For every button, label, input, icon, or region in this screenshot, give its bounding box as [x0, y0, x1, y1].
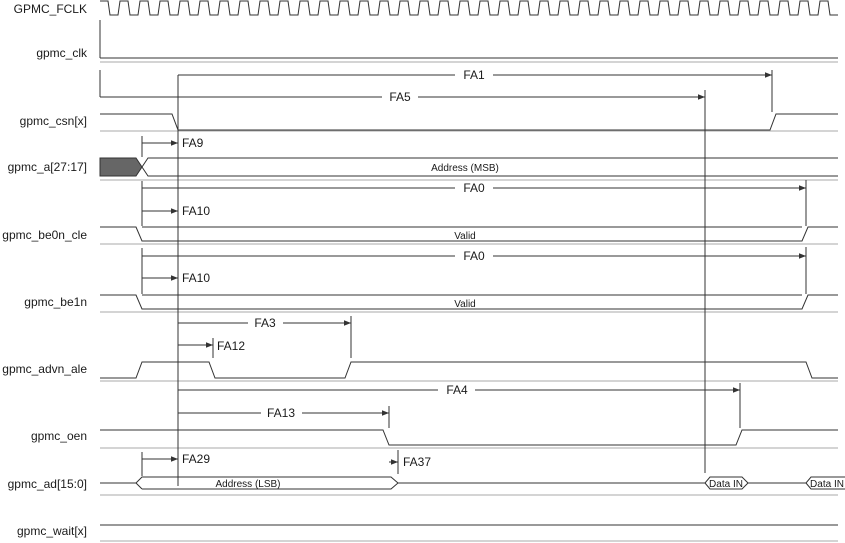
bus-label-data-in-2: Data IN	[810, 479, 844, 490]
bus-label-address-lsb: Address (LSB)	[215, 479, 280, 490]
signal-label-wait: gpmc_wait[x]	[17, 524, 87, 538]
waveform-advn	[100, 361, 838, 379]
timing-label-fa3: FA3	[254, 316, 276, 330]
waveform-csn	[100, 113, 838, 131]
signal-label-ad: gpmc_ad[15:0]	[8, 477, 87, 491]
signal-label-advn: gpmc_advn_ale	[2, 362, 87, 376]
bus-label-valid-be0: Valid	[454, 231, 476, 242]
signal-label-csn: gpmc_csn[x]	[20, 114, 87, 128]
timing-label-fa10-be0: FA10	[182, 204, 210, 218]
bus-be1n	[100, 294, 838, 310]
timing-label-fa13: FA13	[267, 406, 295, 420]
bus-label-data-in-1: Data IN	[709, 479, 743, 490]
signal-label-be0n: gpmc_be0n_cle	[2, 228, 87, 242]
timing-label-fa12: FA12	[217, 339, 245, 353]
waveform-fclk	[100, 0, 838, 16]
timing-label-fa5: FA5	[389, 90, 411, 104]
unknown-region-a	[99, 157, 143, 177]
bus-ad	[100, 476, 845, 490]
signal-label-a: gpmc_a[27:17]	[8, 160, 87, 174]
timing-label-fa4: FA4	[446, 383, 468, 397]
waveform-oen	[100, 429, 838, 446]
timing-label-fa0-be1: FA0	[463, 249, 485, 263]
timing-label-fa1: FA1	[463, 68, 485, 82]
bus-label-valid-be1: Valid	[454, 299, 476, 310]
signal-label-clk: gpmc_clk	[36, 46, 88, 60]
timing-label-fa37: FA37	[403, 455, 431, 469]
timing-label-fa10-be1: FA10	[182, 271, 210, 285]
bus-a	[141, 157, 838, 177]
bus-be0n	[100, 226, 838, 242]
bus-label-address-msb: Address (MSB)	[431, 163, 499, 174]
timing-label-fa0-be0: FA0	[463, 181, 485, 195]
timing-label-fa29: FA29	[182, 452, 210, 466]
signal-label-be1n: gpmc_be1n	[24, 295, 87, 309]
timing-label-fa9: FA9	[182, 136, 204, 150]
signal-label-fclk: GPMC_FCLK	[14, 2, 87, 16]
signal-label-oen: gpmc_oen	[31, 429, 87, 443]
